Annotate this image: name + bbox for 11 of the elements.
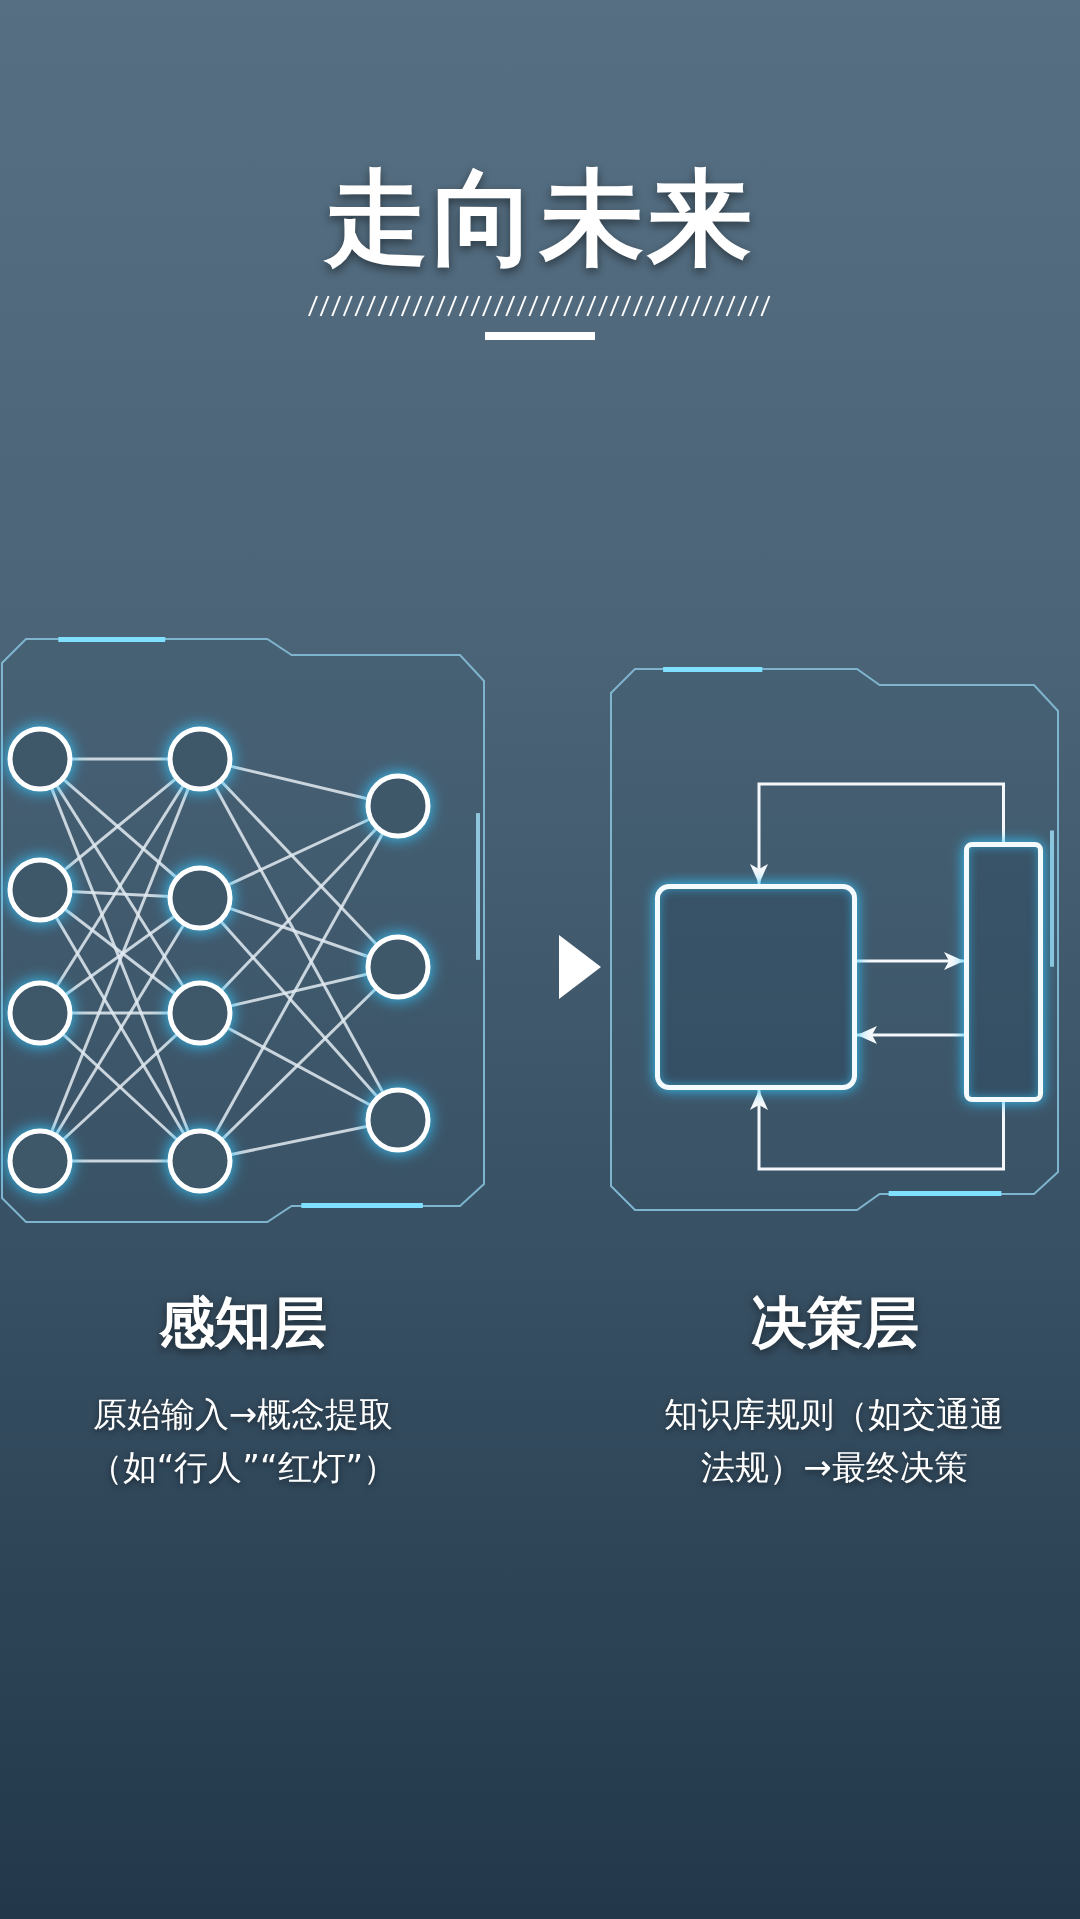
arrow	[750, 1090, 1005, 1171]
layer-heading: 决策层	[750, 1289, 919, 1357]
arrow	[857, 952, 964, 970]
square-box	[655, 884, 857, 1090]
bar-shape	[964, 842, 1043, 1102]
title: 走向未来	[322, 156, 757, 281]
arrow	[857, 1026, 964, 1044]
layer-heading: 感知层	[159, 1289, 327, 1357]
layer-description: 知识库规则（如交通通法规）→最终决策	[663, 1393, 1006, 1489]
arrow	[750, 782, 1005, 884]
layer-description: 原始输入→概念提取（如“行人”“红灯”）	[87, 1393, 399, 1489]
